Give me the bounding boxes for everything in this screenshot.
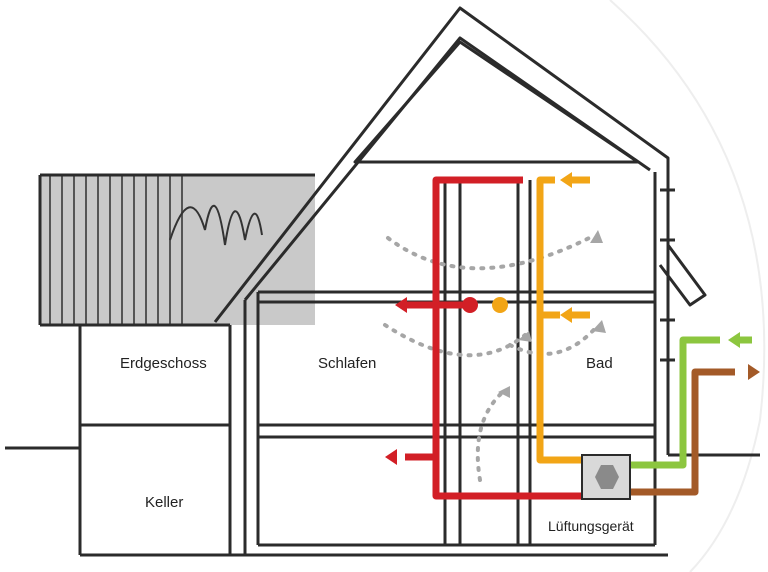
exhaust-air-duct	[536, 176, 590, 464]
flow-path-bad	[508, 323, 600, 356]
house-walls	[213, 6, 707, 557]
label-keller: Keller	[145, 494, 184, 511]
arrow-icon	[560, 172, 572, 188]
neighbour-scribble	[169, 205, 263, 246]
neighbour-lower-building	[5, 323, 760, 557]
arrow-icon	[728, 332, 740, 348]
flow-path-stair	[475, 388, 507, 482]
arrow-icon	[560, 307, 572, 323]
flow-path-attic	[386, 233, 597, 271]
outgoing-air-duct	[630, 368, 735, 496]
ventilation-unit	[581, 454, 631, 500]
supply-air-duct	[400, 176, 582, 500]
label-lueftungsgeraet: Lüftungsgerät	[548, 518, 634, 534]
air-flow-paths	[383, 233, 600, 482]
outdoor-air-duct	[630, 336, 720, 469]
supply-valve-dot	[462, 297, 478, 313]
arrow-icon	[498, 386, 510, 398]
neighbour-hatching	[49, 175, 183, 325]
hexagon-icon	[595, 465, 619, 489]
arrow-icon	[395, 297, 407, 313]
arrow-icon	[590, 230, 603, 243]
label-erdgeschoss: Erdgeschoss	[120, 355, 207, 372]
exhaust-valve-dot	[492, 297, 508, 313]
flow-path-schlafen	[383, 323, 527, 358]
arrow-icon	[592, 320, 606, 333]
label-schlafen: Schlafen	[318, 355, 377, 372]
air-flow-arrowheads	[498, 230, 606, 398]
arrow-icon	[518, 331, 532, 342]
arrow-icon	[385, 449, 397, 465]
backdrop-circle-edge	[609, 0, 766, 572]
label-bad: Bad	[586, 355, 613, 372]
arrow-icon	[748, 364, 760, 380]
neighbour-house	[38, 173, 315, 327]
